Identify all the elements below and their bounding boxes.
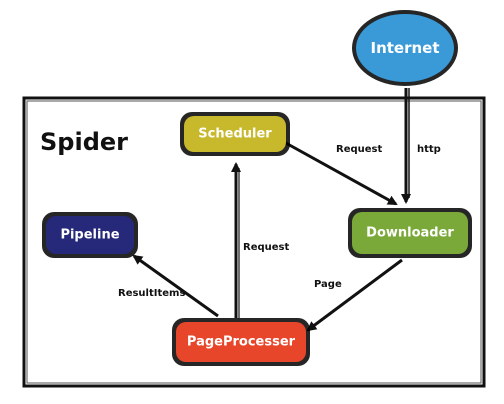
downloader-label: Downloader xyxy=(366,226,454,241)
scheduler-label: Scheduler xyxy=(198,127,272,142)
node-pageprocesser: PageProcesser xyxy=(172,318,310,366)
pageprocesser-shape xyxy=(176,322,306,362)
pageprocesser-label: PageProcesser xyxy=(187,335,296,350)
node-internet: Internet xyxy=(352,10,458,86)
internet-shape xyxy=(356,14,454,82)
spider-container xyxy=(22,96,486,388)
edge-label-http: http xyxy=(417,144,441,155)
edge-downloader-processer xyxy=(306,258,403,332)
scheduler-shape xyxy=(184,116,286,152)
edge-label-page: Page xyxy=(314,279,342,290)
edge-processer-pipeline xyxy=(132,254,219,318)
internet-label: Internet xyxy=(370,39,439,57)
edge-processer-scheduler xyxy=(231,162,241,318)
node-scheduler: Scheduler xyxy=(180,112,290,156)
edge-label-request-scheduler: Request xyxy=(243,242,289,253)
edge-label-resultitems: ResultItems xyxy=(118,288,185,299)
edge-label-request-downloader: Request xyxy=(336,144,382,155)
edge-internet-downloader xyxy=(401,88,411,204)
node-downloader: Downloader xyxy=(348,208,472,258)
downloader-shape xyxy=(352,212,468,254)
edge-scheduler-downloader xyxy=(283,140,398,206)
pipeline-shape xyxy=(46,216,134,254)
spider-title: Spider xyxy=(40,128,128,156)
node-pipeline: Pipeline xyxy=(42,212,138,258)
pipeline-label: Pipeline xyxy=(60,228,119,243)
